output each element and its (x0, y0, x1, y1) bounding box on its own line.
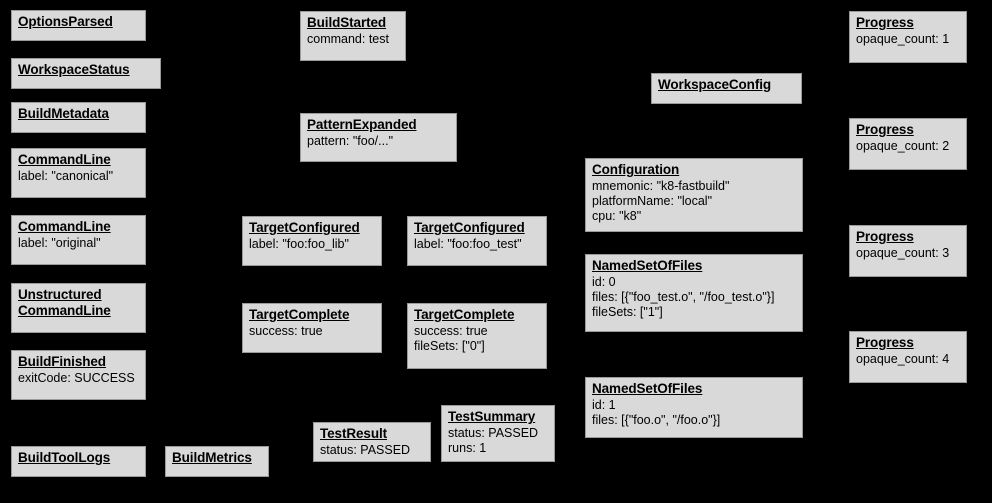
event-node-title: NamedSetOfFiles (592, 258, 703, 273)
event-node-title: TargetConfigured (249, 220, 360, 235)
event-node-field: id: 0 (592, 275, 616, 289)
event-node-field: label: "original" (18, 236, 101, 250)
event-node-title: Unstructured CommandLine (18, 287, 111, 318)
event-node-progress-1[interactable]: Progress opaque_count: 1 (849, 11, 967, 63)
event-node-fields: opaque_count: 4 (856, 352, 961, 367)
event-node-target-configured-foo-lib[interactable]: TargetConfigured label: "foo:foo_lib" (242, 216, 382, 266)
event-node-title: TestResult (320, 426, 388, 441)
event-node-title: BuildMetadata (18, 106, 109, 121)
event-node-title: BuildMetrics (172, 450, 252, 465)
event-node-title: WorkspaceConfig (658, 77, 772, 92)
event-node-unstructured-command-line[interactable]: Unstructured CommandLine (11, 283, 146, 333)
event-node-title: Progress (856, 229, 914, 244)
event-node-command-line-canonical[interactable]: CommandLine label: "canonical" (11, 148, 146, 198)
event-node-field: platformName: "local" (592, 194, 713, 208)
event-node-field: status: PASSED (320, 443, 411, 457)
event-node-field: opaque_count: 4 (856, 352, 950, 366)
event-node-progress-4[interactable]: Progress opaque_count: 4 (849, 331, 967, 383)
event-node-field: label: "foo:foo_lib" (249, 237, 349, 251)
event-node-fields: opaque_count: 2 (856, 139, 961, 154)
event-node-build-tool-logs[interactable]: BuildToolLogs (11, 446, 146, 477)
event-node-workspace-status[interactable]: WorkspaceStatus (11, 58, 161, 89)
event-node-title: TestSummary (448, 409, 536, 424)
event-node-fields: exitCode: SUCCESS (18, 371, 140, 386)
event-node-field: opaque_count: 3 (856, 246, 950, 260)
event-node-field: status: PASSED (448, 426, 539, 440)
event-node-fields: success: true (249, 324, 376, 339)
event-node-fields: label: "original" (18, 236, 140, 251)
event-node-options-parsed[interactable]: OptionsParsed (11, 10, 146, 41)
event-node-test-result[interactable]: TestResult status: PASSED (313, 422, 431, 462)
event-node-title: WorkspaceStatus (18, 62, 130, 77)
event-node-field: success: true (414, 324, 488, 338)
event-node-field: exitCode: SUCCESS (18, 371, 135, 385)
event-node-title: CommandLine (18, 152, 111, 167)
event-node-build-metadata[interactable]: BuildMetadata (11, 102, 146, 133)
event-node-fields: command: test (307, 32, 400, 47)
event-node-title: BuildFinished (18, 354, 106, 369)
event-node-pattern-expanded[interactable]: PatternExpanded pattern: "foo/..." (300, 113, 457, 162)
event-node-fields: opaque_count: 3 (856, 246, 961, 261)
event-node-field: command: test (307, 32, 389, 46)
event-node-field: runs: 1 (448, 441, 487, 455)
event-node-title: BuildStarted (307, 15, 387, 30)
event-node-title: Progress (856, 335, 914, 350)
event-node-fields: mnemonic: "k8-fastbuild"platformName: "l… (592, 179, 797, 224)
event-node-field: opaque_count: 1 (856, 32, 950, 46)
event-node-fields: label: "foo:foo_lib" (249, 237, 376, 252)
event-node-field: pattern: "foo/..." (307, 134, 394, 148)
event-node-title: CommandLine (18, 219, 111, 234)
event-node-title: TargetComplete (249, 307, 350, 322)
event-node-fields: status: PASSED (320, 443, 425, 458)
event-node-field: label: "canonical" (18, 169, 114, 183)
event-node-title: PatternExpanded (307, 117, 417, 132)
event-node-title: TargetComplete (414, 307, 515, 322)
event-node-field: cpu: "k8" (592, 209, 642, 223)
event-node-fields: label: "canonical" (18, 169, 140, 184)
event-node-fields: label: "foo:foo_test" (414, 237, 541, 252)
event-node-field: files: [{"foo_test.o", "/foo_test.o"}] (592, 290, 775, 304)
event-node-field: mnemonic: "k8-fastbuild" (592, 179, 730, 193)
event-node-configuration[interactable]: Configuration mnemonic: "k8-fastbuild"pla… (585, 158, 803, 232)
event-node-workspace-config[interactable]: WorkspaceConfig (651, 73, 802, 104)
event-node-fields: opaque_count: 1 (856, 32, 961, 47)
event-node-title: OptionsParsed (18, 14, 113, 29)
event-node-field: fileSets: ["0"] (414, 339, 485, 353)
event-node-title: Configuration (592, 162, 680, 177)
event-node-target-configured-foo-test[interactable]: TargetConfigured label: "foo:foo_test" (407, 216, 547, 266)
event-node-field: label: "foo:foo_test" (414, 237, 522, 251)
event-node-title: NamedSetOfFiles (592, 381, 703, 396)
event-node-progress-2[interactable]: Progress opaque_count: 2 (849, 118, 967, 170)
event-node-field: opaque_count: 2 (856, 139, 950, 153)
event-node-title: BuildToolLogs (18, 450, 111, 465)
event-node-title: Progress (856, 122, 914, 137)
event-node-build-finished[interactable]: BuildFinished exitCode: SUCCESS (11, 350, 146, 400)
event-node-field: fileSets: ["1"] (592, 305, 663, 319)
event-node-field: success: true (249, 324, 323, 338)
event-node-command-line-original[interactable]: CommandLine label: "original" (11, 215, 146, 265)
event-node-title: Progress (856, 15, 914, 30)
event-node-build-started[interactable]: BuildStarted command: test (300, 11, 406, 61)
event-node-progress-3[interactable]: Progress opaque_count: 3 (849, 225, 967, 277)
event-node-field: id: 1 (592, 398, 616, 412)
event-node-title: TargetConfigured (414, 220, 525, 235)
event-node-fields: pattern: "foo/..." (307, 134, 451, 149)
event-node-target-complete-foo-lib[interactable]: TargetComplete success: true (242, 303, 382, 353)
event-node-field: files: [{"foo.o", "/foo.o"}] (592, 413, 721, 427)
event-node-build-metrics[interactable]: BuildMetrics (165, 446, 269, 477)
